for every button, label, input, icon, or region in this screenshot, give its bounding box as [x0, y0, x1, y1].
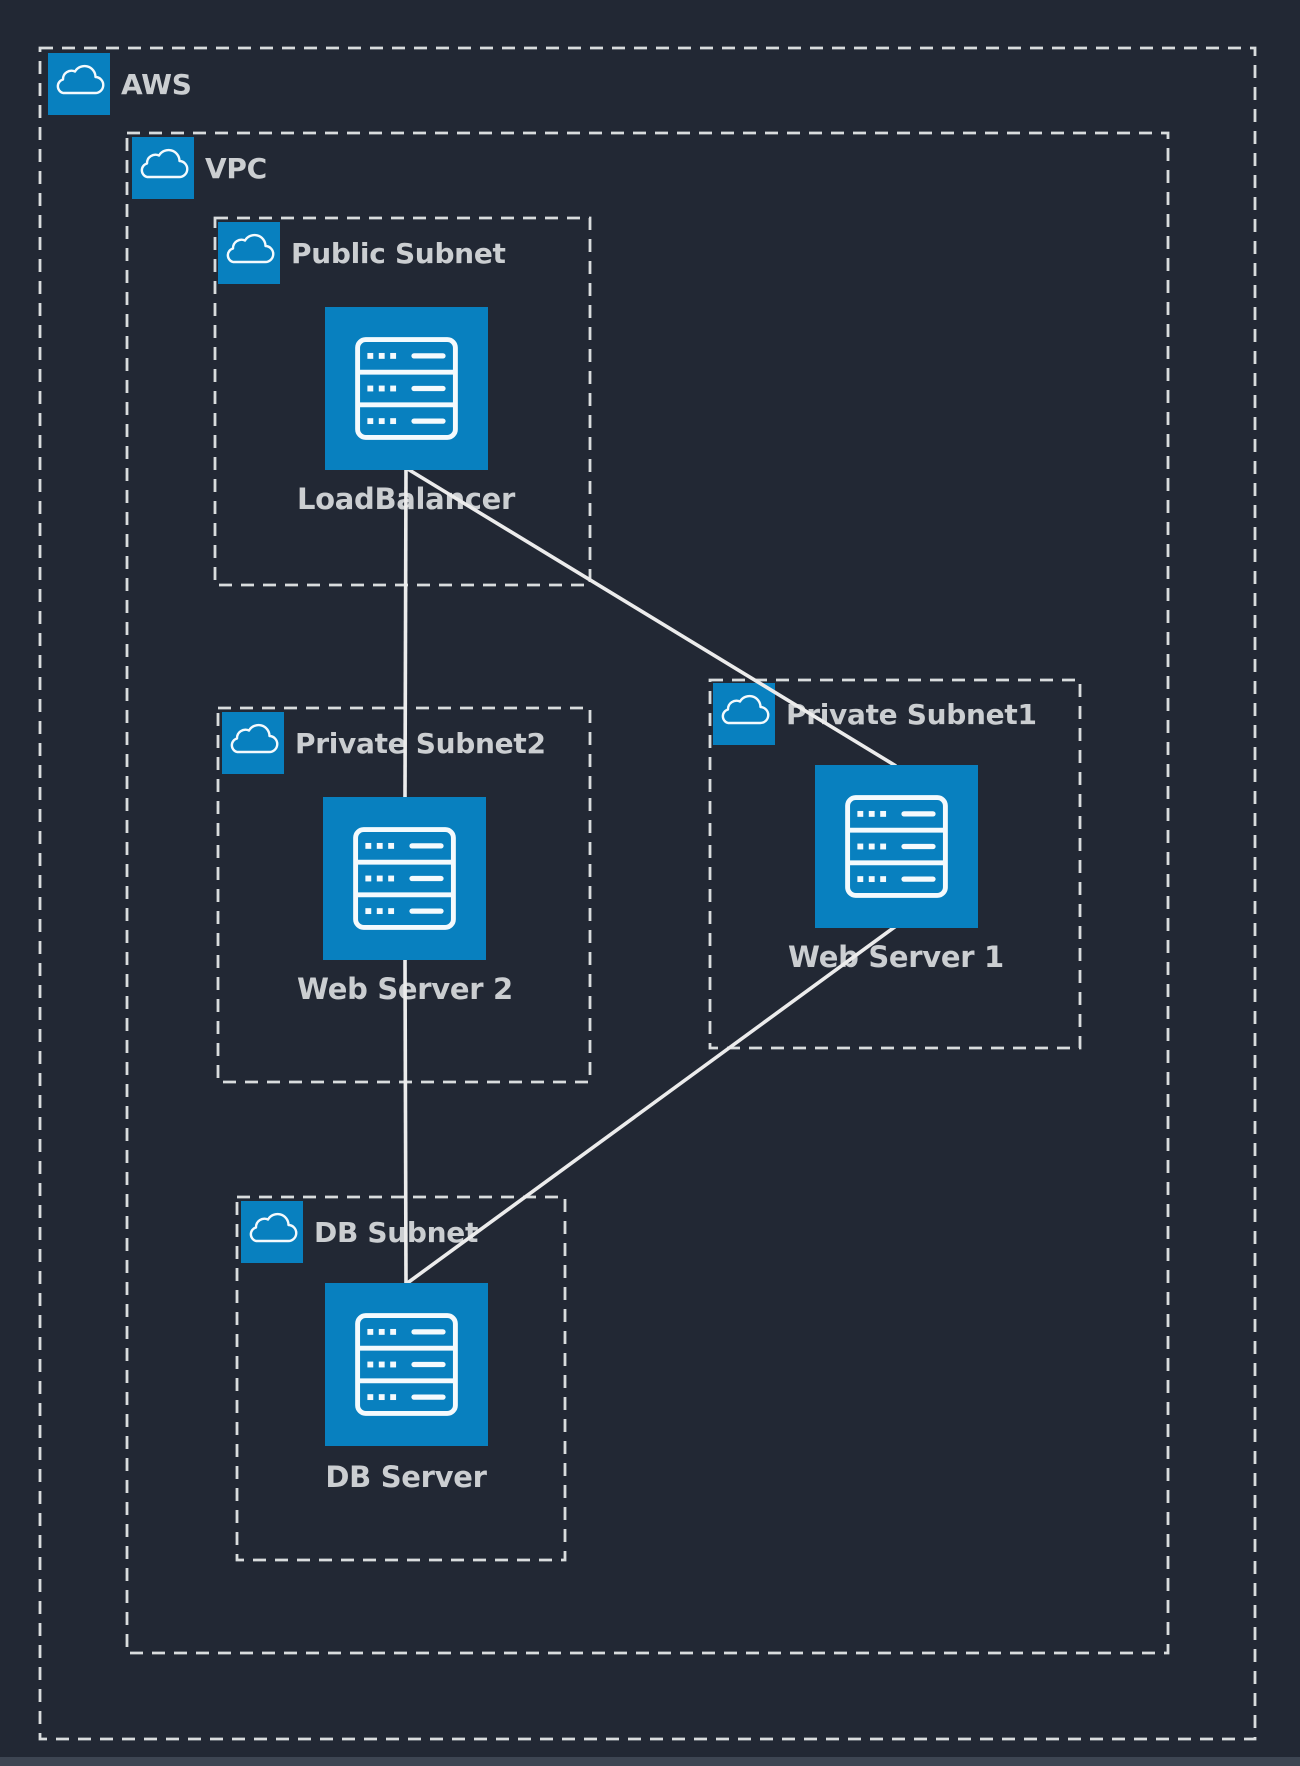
- cluster-box-db-subnet: [235, 1195, 567, 1562]
- cluster-header-private-subnet1: Private Subnet1: [713, 683, 1037, 745]
- node-label-webserver2: Web Server 2: [297, 972, 513, 1006]
- cluster-header-aws: AWS: [48, 53, 192, 115]
- node-label-dbserver: DB Server: [325, 1460, 487, 1494]
- cloud-icon: [132, 137, 194, 199]
- node-label-webserver1: Web Server 1: [788, 940, 1004, 974]
- cluster-box-public-subnet: [213, 216, 592, 587]
- cluster-label-public-subnet: Public Subnet: [291, 236, 506, 270]
- bottom-edge-strip: [0, 1757, 1300, 1766]
- cluster-label-vpc: VPC: [205, 151, 267, 185]
- cluster-box-aws: [38, 46, 1257, 1741]
- cloud-icon: [48, 53, 110, 115]
- node-label-loadbalancer: LoadBalancer: [296, 482, 516, 516]
- cluster-header-vpc: VPC: [132, 137, 267, 199]
- cluster-header-db-subnet: DB Subnet: [241, 1201, 478, 1263]
- cluster-box-vpc: [125, 131, 1170, 1655]
- cluster-label-db-subnet: DB Subnet: [314, 1215, 479, 1249]
- server-icon-dbserver: [325, 1283, 488, 1446]
- cluster-label-aws: AWS: [121, 67, 192, 101]
- server-icon-webserver1: [815, 765, 978, 928]
- cluster-header-private-subnet2: Private Subnet2: [222, 712, 546, 774]
- cloud-icon: [222, 712, 284, 774]
- server-icon-webserver2: [323, 797, 486, 960]
- cloud-icon: [218, 222, 280, 284]
- cloud-icon: [241, 1201, 303, 1263]
- cluster-label-private-subnet1: Private Subnet1: [786, 697, 1037, 731]
- cluster-label-private-subnet2: Private Subnet2: [295, 726, 546, 760]
- server-icon-loadbalancer: [325, 307, 488, 470]
- cloud-icon: [713, 683, 775, 745]
- cluster-header-public-subnet: Public Subnet: [218, 222, 506, 284]
